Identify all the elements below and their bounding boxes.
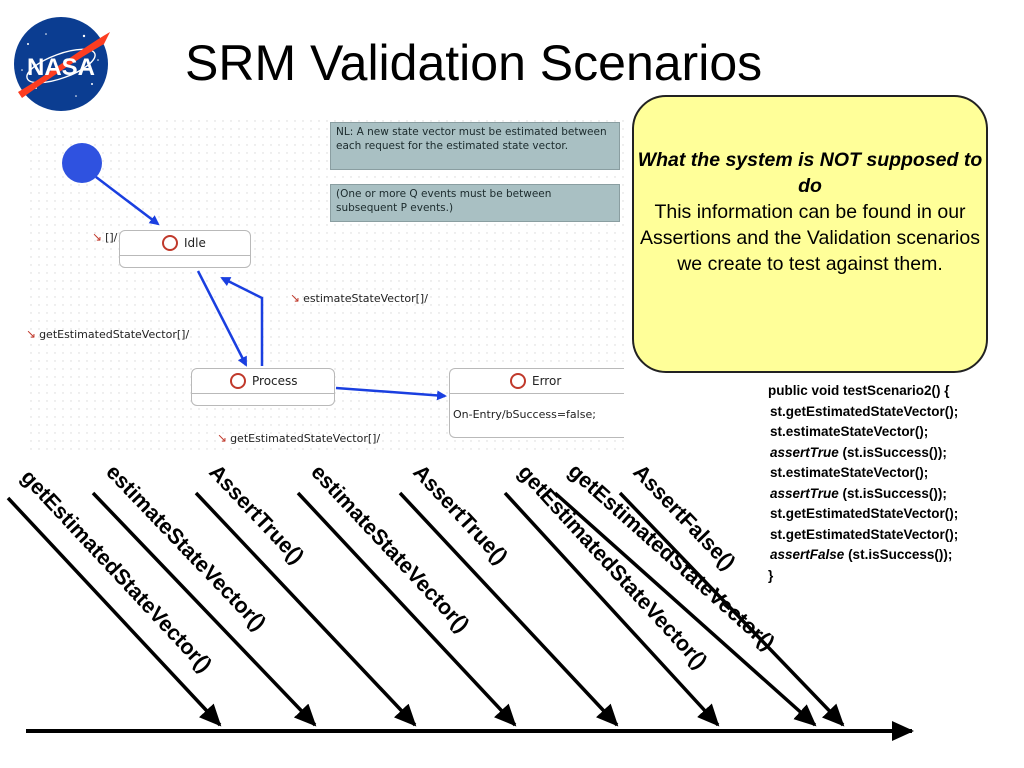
event-label: AssertTrue() (408, 460, 512, 569)
transition-icon: ↘ (290, 291, 301, 305)
state-error-action: On-Entry/bSuccess=false; (453, 408, 596, 421)
transition-icon: ↘ (26, 327, 37, 341)
event-arrow (296, 491, 517, 727)
state-icon (162, 235, 178, 251)
nasa-logo: NASA (14, 17, 110, 111)
code-line: st.estimateStateVector(); (770, 465, 929, 480)
state-process: Process (191, 368, 335, 406)
transition-icon: ↘ (217, 431, 228, 445)
state-icon (230, 373, 246, 389)
state-error: Error On-Entry/bSuccess=false; (449, 368, 624, 438)
slide-title: SRM Validation Scenarios (185, 35, 763, 91)
state-error-label: Error (532, 374, 562, 388)
note-new-state-vector: NL: A new state vector must be estimated… (330, 122, 620, 170)
code-line: st.estimateStateVector(); (770, 424, 929, 439)
code-line: assertFalse (st.isSuccess()); (770, 547, 953, 562)
code-line: st.getEstimatedStateVector(); (770, 403, 959, 419)
arrow-process-idle (220, 276, 264, 366)
code-block: public void testScenario2() { st.getEsti… (768, 381, 958, 586)
code-closing: } (768, 567, 774, 583)
code-line: st.getEstimatedStateVector(); (770, 526, 959, 542)
note-q-events: (One or more Q events must be between su… (330, 184, 620, 222)
callout-heading: What the system is NOT supposed to do (637, 149, 983, 197)
event-label: getEstimatedStateVector() (16, 465, 216, 677)
transition-icon: ↘ (92, 230, 103, 244)
code-signature: public void testScenario2() { (768, 383, 950, 398)
event-timeline: getEstimatedStateVector()estimateStateVe… (6, 460, 914, 741)
initial-state (62, 143, 102, 183)
transition-estimate-label: ↘estimateStateVector[]/ (290, 291, 428, 305)
transition-get-bottom-label: ↘getEstimatedStateVector[]/ (217, 431, 381, 445)
callout-box: What the system is NOT supposed to do Th… (632, 95, 988, 373)
code-line: assertTrue (st.isSuccess()); (770, 444, 947, 460)
event-arrow (91, 491, 317, 727)
event-arrow (6, 496, 222, 727)
code-line: st.getEstimatedStateVector(); (770, 506, 959, 521)
event-arrow (194, 491, 417, 727)
code-line: assertTrue (st.isSuccess()); (770, 485, 947, 501)
state-idle-label: Idle (184, 236, 206, 250)
state-idle: Idle (119, 230, 251, 268)
event-label: AssertTrue() (204, 460, 308, 569)
state-process-label: Process (252, 374, 298, 388)
arrow-process-error (335, 386, 447, 401)
transition-get-left-label: ↘getEstimatedStateVector[]/ (26, 327, 190, 341)
transition-initial-label: ↘[]/ (92, 230, 118, 244)
event-arrow (553, 491, 817, 727)
event-arrow (398, 491, 619, 727)
event-arrow (618, 491, 845, 727)
callout-body: This information can be found in our Ass… (639, 201, 980, 275)
arrow-initial-idle (95, 176, 160, 226)
event-arrow (503, 491, 720, 727)
nasa-logo-text: NASA (27, 54, 95, 81)
arrow-idle-process (196, 270, 248, 367)
state-icon (510, 373, 526, 389)
